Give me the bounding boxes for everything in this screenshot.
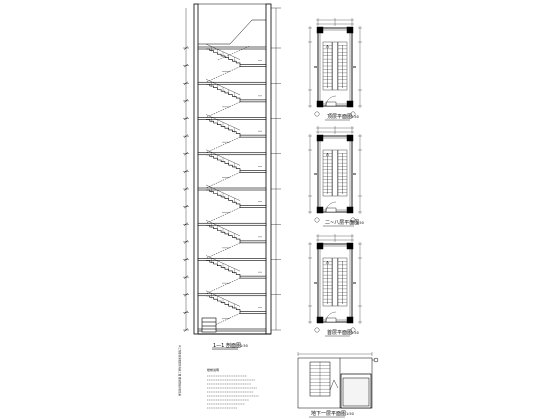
mid-landing (239, 64, 267, 67)
floor-slab (197, 117, 267, 120)
plan-top-title: 顶层平面图 (327, 114, 352, 120)
stair-flights (197, 19, 267, 332)
stair-flight (206, 189, 241, 206)
side-note: 本工程楼梯详图见结构施工图 楼梯配筋详见结施 (178, 345, 182, 397)
section-title-block: 1—1 剖面图 1:50 (212, 342, 248, 350)
section-left-dimension (183, 8, 189, 332)
stair-flight (206, 295, 241, 312)
stair-base-step (201, 317, 217, 333)
stair-flight (206, 225, 241, 241)
stair-flight (206, 119, 241, 136)
plan-ground-title: 首层平面图 (327, 329, 352, 336)
section-right-dimension (271, 7, 281, 331)
stair-flight-beyond (205, 66, 241, 83)
mid-landing (239, 205, 267, 208)
floor-slab (197, 152, 267, 156)
plan-top-scale: 1:50 (351, 115, 359, 119)
mid-landing (239, 311, 267, 314)
stair-flight-beyond (205, 242, 241, 259)
notes-heading: 楼梯说明 (207, 367, 219, 372)
stair-flight-beyond (205, 277, 241, 294)
plan-views (308, 18, 362, 333)
section-left-wall (193, 3, 199, 335)
notes-block: 楼梯说明 (207, 367, 259, 409)
stair-flight (206, 260, 241, 277)
plan-typical-title: 二~八层平面图 (325, 220, 359, 226)
mid-landing (239, 99, 267, 103)
mid-landing (239, 240, 267, 244)
floor-slab (197, 187, 267, 191)
mid-landing (239, 170, 267, 173)
plan-ground-scale: 1:50 (351, 331, 359, 335)
section-title: 1—1 剖面图 (213, 342, 241, 349)
stair-plan-2 (308, 126, 362, 223)
floor-slab (197, 81, 267, 85)
stair-plan-3 (308, 234, 362, 333)
stair-flight-beyond (205, 172, 241, 189)
stair-plan-1 (308, 18, 362, 117)
floor-slab (197, 46, 267, 50)
stair-section-view (183, 3, 281, 335)
basement-plan (297, 352, 379, 409)
mid-landing (239, 275, 267, 279)
stair-flight-beyond (205, 101, 241, 118)
mid-landing (239, 134, 267, 138)
stair-flight (206, 154, 241, 171)
floor-slab (197, 222, 267, 226)
plan-typical-scale: 1:50 (356, 221, 364, 225)
floor-slab (197, 258, 267, 261)
stair-flight-beyond (205, 207, 241, 224)
stair-flight (206, 84, 241, 100)
section-scale: 1:50 (240, 344, 248, 348)
plan-basement-title: 地下一层平面图 (311, 410, 346, 417)
floor-slab (197, 293, 267, 297)
floor-slab (197, 328, 267, 332)
plan-basement-scale: 1:50 (346, 412, 354, 416)
stair-flight-beyond (205, 136, 241, 153)
stair-flight (206, 48, 241, 65)
section-right-wall (265, 3, 272, 335)
